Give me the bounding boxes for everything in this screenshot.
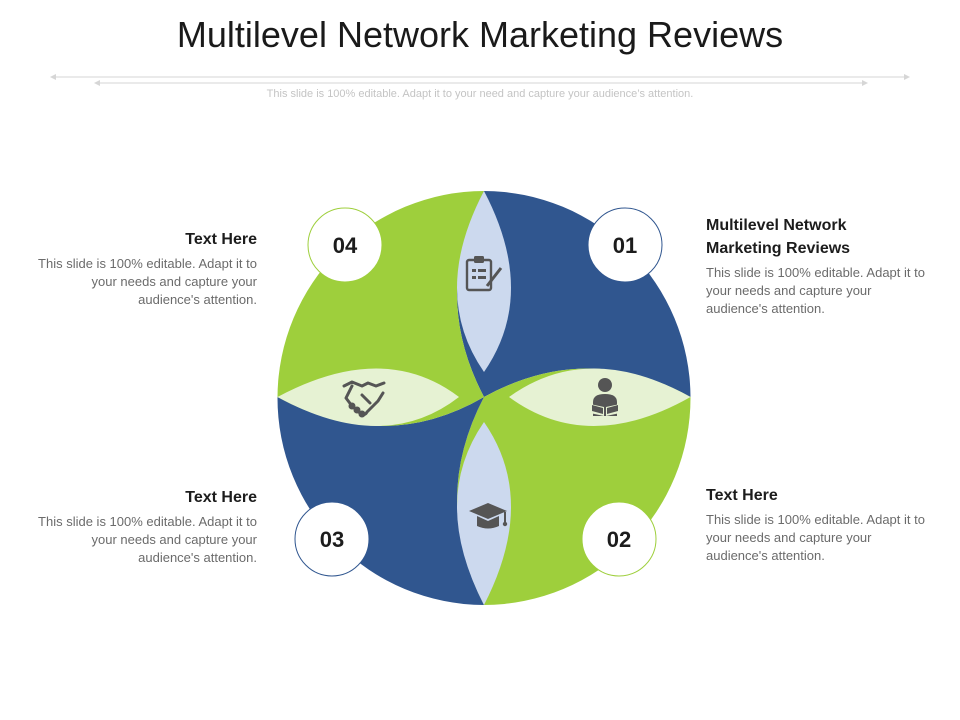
step-circle-03: [294, 501, 370, 577]
lens-top: [457, 191, 511, 372]
reader-icon: [590, 378, 620, 416]
step-number-04: 04: [333, 233, 358, 258]
step-block-02: Text Here This slide is 100% editable. A…: [706, 484, 931, 565]
step-circle-04: [307, 207, 383, 283]
petal-bottom-right: [457, 368, 691, 605]
step-text-01: This slide is 100% editable. Adapt it to…: [706, 265, 925, 316]
title-divider: [50, 74, 910, 86]
step-heading-01: Multilevel Network Marketing Reviews: [706, 217, 851, 257]
step-number-01: 01: [613, 233, 637, 258]
step-block-04: Text Here This slide is 100% editable. A…: [32, 228, 257, 309]
step-heading-04: Text Here: [185, 231, 257, 248]
clipboard-icon: [465, 256, 503, 292]
step-text-04: This slide is 100% editable. Adapt it to…: [38, 256, 257, 307]
step-block-01: Multilevel Network Marketing Reviews Thi…: [706, 214, 931, 318]
handshake-icon: [342, 380, 386, 418]
petal-top-left: [277, 191, 484, 426]
petal-top-right: [457, 191, 691, 397]
graduation-cap-icon: [469, 503, 508, 529]
step-text-02: This slide is 100% editable. Adapt it to…: [706, 512, 925, 563]
step-block-03: Text Here This slide is 100% editable. A…: [32, 486, 257, 567]
step-number-02: 02: [607, 527, 631, 552]
slide-subtitle: This slide is 100% editable. Adapt it to…: [266, 88, 694, 100]
step-number-03: 03: [320, 527, 344, 552]
step-heading-03: Text Here: [185, 489, 257, 506]
step-heading-02: Text Here: [706, 487, 778, 504]
lens-left: [277, 368, 459, 426]
petal-bottom-left: [277, 397, 484, 605]
step-circle-01: [587, 207, 663, 283]
step-circle-02: [581, 501, 657, 577]
step-text-03: This slide is 100% editable. Adapt it to…: [38, 514, 257, 565]
slide-title: Multilevel Network Marketing Reviews: [176, 14, 784, 55]
